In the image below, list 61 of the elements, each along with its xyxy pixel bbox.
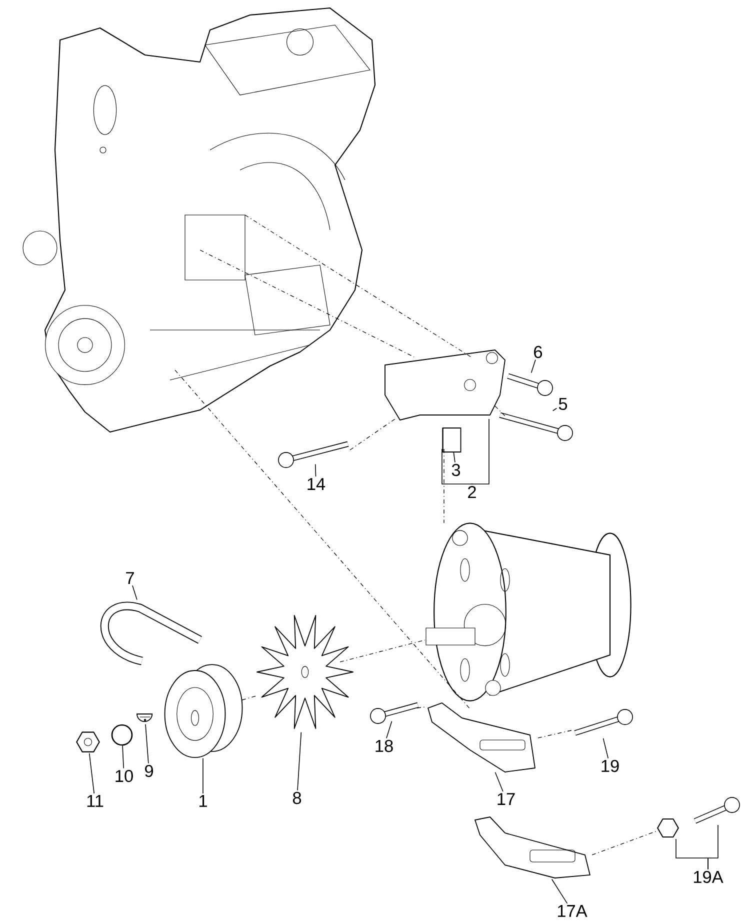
leader-line	[202, 758, 204, 794]
assembly-line	[200, 250, 414, 358]
callout-number: 8	[292, 792, 302, 804]
leader-line	[453, 452, 456, 463]
bracket	[474, 816, 590, 878]
callout-number: 5	[558, 398, 568, 410]
callout-number: 3	[452, 464, 460, 476]
leader-line	[297, 732, 302, 791]
leader-line	[494, 772, 504, 792]
nut	[656, 818, 679, 838]
alternator-drawing	[426, 522, 632, 702]
callout-number: 19	[602, 760, 619, 772]
leader-line	[145, 724, 149, 764]
callout-number: 17A	[558, 905, 588, 917]
key	[136, 714, 153, 722]
pulley	[164, 664, 243, 758]
leader-line	[442, 448, 472, 485]
bracket	[428, 702, 536, 772]
leader-line	[386, 720, 392, 739]
hex-nut	[76, 732, 100, 752]
assembly-line	[242, 696, 256, 700]
callout-number: 18	[376, 740, 393, 752]
callout-number: 7	[126, 572, 134, 584]
callout-number: 19A	[694, 870, 724, 884]
leader-line	[708, 824, 718, 870]
assembly-line	[350, 418, 396, 450]
assembly-line	[538, 730, 574, 738]
leader-line	[132, 585, 138, 600]
leader-line	[552, 408, 557, 412]
circlip	[111, 724, 133, 746]
bolt	[499, 412, 573, 441]
assembly-line	[174, 370, 472, 710]
bushing	[442, 428, 462, 452]
leader-line	[472, 418, 490, 485]
callout-number: 10	[116, 770, 133, 782]
callout-number: 6	[534, 346, 542, 358]
engine-drawing	[22, 8, 376, 433]
mounting-bracket	[384, 350, 506, 420]
assembly-line	[416, 706, 426, 708]
leader-line	[88, 752, 94, 794]
callout-number: 14	[308, 478, 326, 490]
assembly-line	[494, 406, 506, 416]
callout-number: 1	[200, 795, 207, 807]
assembly-line	[592, 830, 658, 856]
leader-line	[551, 878, 568, 904]
leader-line	[122, 745, 124, 769]
bolt	[694, 797, 740, 824]
leader-line	[314, 464, 316, 477]
leader-line	[530, 359, 536, 374]
callout-number: 17	[498, 793, 515, 805]
bolt	[370, 702, 419, 724]
bolt	[278, 441, 349, 468]
callout-number: 11	[87, 795, 104, 807]
bolt	[574, 709, 633, 736]
fan	[256, 615, 354, 729]
callout-number: 2	[468, 486, 476, 498]
callout-number: 9	[145, 764, 153, 778]
v-belt	[100, 602, 202, 666]
leader-line	[602, 738, 609, 759]
bolt	[507, 373, 553, 396]
assembly-line	[244, 214, 472, 358]
